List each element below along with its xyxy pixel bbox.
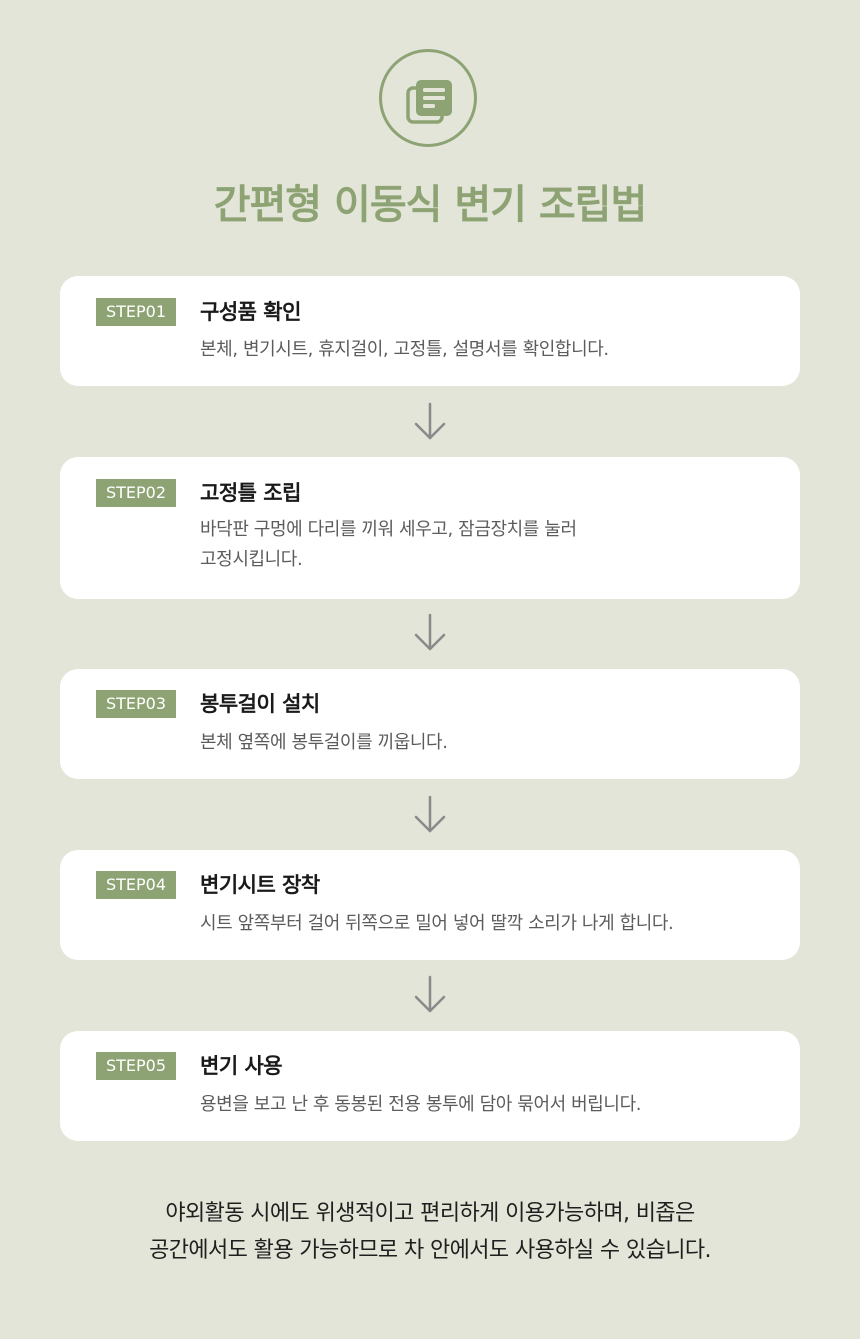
- step-card-1: STEP01 구성품 확인 본체, 변기시트, 휴지걸이, 고정틀, 설명서를 …: [60, 276, 800, 386]
- step-badge: STEP04: [96, 871, 176, 899]
- step-title: 변기시트 장착: [200, 873, 320, 897]
- step-description: 시트 앞쪽부터 걸어 뒤쪽으로 밀어 넣어 딸깍 소리가 나게 합니다.: [200, 909, 770, 939]
- step-title: 봉투걸이 설치: [200, 692, 320, 716]
- step-badge: STEP02: [96, 479, 176, 507]
- step-badge: STEP01: [96, 298, 176, 326]
- step-badge: STEP05: [96, 1052, 176, 1080]
- step-badge: STEP03: [96, 690, 176, 718]
- step-title: 변기 사용: [200, 1054, 283, 1078]
- down-arrow-icon: [414, 975, 446, 1013]
- step-description-line: 용변을 보고 난 후 동봉된 전용 봉투에 담아 묶어서 버립니다.: [200, 1094, 642, 1115]
- document-stack-icon: [406, 80, 452, 124]
- step-description: 용변을 보고 난 후 동봉된 전용 봉투에 담아 묶어서 버립니다.: [200, 1090, 770, 1120]
- footer-note: 야외활동 시에도 위생적이고 편리하게 이용가능하며, 비좁은 공간에서도 활용…: [0, 1195, 860, 1269]
- down-arrow-icon: [414, 795, 446, 833]
- step-description-line: 바닥판 구멍에 다리를 끼워 세우고, 잠금장치를 눌러: [200, 519, 577, 540]
- step-title: 고정틀 조립: [200, 481, 301, 505]
- footer-line: 공간에서도 활용 가능하므로 차 안에서도 사용하실 수 있습니다.: [149, 1238, 711, 1263]
- step-card-4: STEP04 변기시트 장착 시트 앞쪽부터 걸어 뒤쪽으로 밀어 넣어 딸깍 …: [60, 850, 800, 960]
- page-title: 간편형 이동식 변기 조립법: [213, 182, 648, 228]
- step-description: 바닥판 구멍에 다리를 끼워 세우고, 잠금장치를 눌러 고정시킵니다.: [200, 515, 770, 575]
- logo-circle: [379, 49, 477, 147]
- step-description-line: 고정시킵니다.: [200, 549, 303, 570]
- step-description-line: 본체 옆쪽에 봉투걸이를 끼웁니다.: [200, 732, 448, 753]
- step-description-line: 시트 앞쪽부터 걸어 뒤쪽으로 밀어 넣어 딸깍 소리가 나게 합니다.: [200, 913, 674, 934]
- step-description: 본체, 변기시트, 휴지걸이, 고정틀, 설명서를 확인합니다.: [200, 335, 770, 365]
- step-title: 구성품 확인: [200, 300, 301, 324]
- step-description-line: 본체, 변기시트, 휴지걸이, 고정틀, 설명서를 확인합니다.: [200, 339, 609, 360]
- step-card-3: STEP03 봉투걸이 설치 본체 옆쪽에 봉투걸이를 끼웁니다.: [60, 669, 800, 779]
- down-arrow-icon: [414, 402, 446, 440]
- step-card-2: STEP02 고정틀 조립 바닥판 구멍에 다리를 끼워 세우고, 잠금장치를 …: [60, 457, 800, 599]
- down-arrow-icon: [414, 613, 446, 651]
- step-card-5: STEP05 변기 사용 용변을 보고 난 후 동봉된 전용 봉투에 담아 묶어…: [60, 1031, 800, 1141]
- step-description: 본체 옆쪽에 봉투걸이를 끼웁니다.: [200, 728, 770, 758]
- footer-line: 야외활동 시에도 위생적이고 편리하게 이용가능하며, 비좁은: [165, 1201, 695, 1226]
